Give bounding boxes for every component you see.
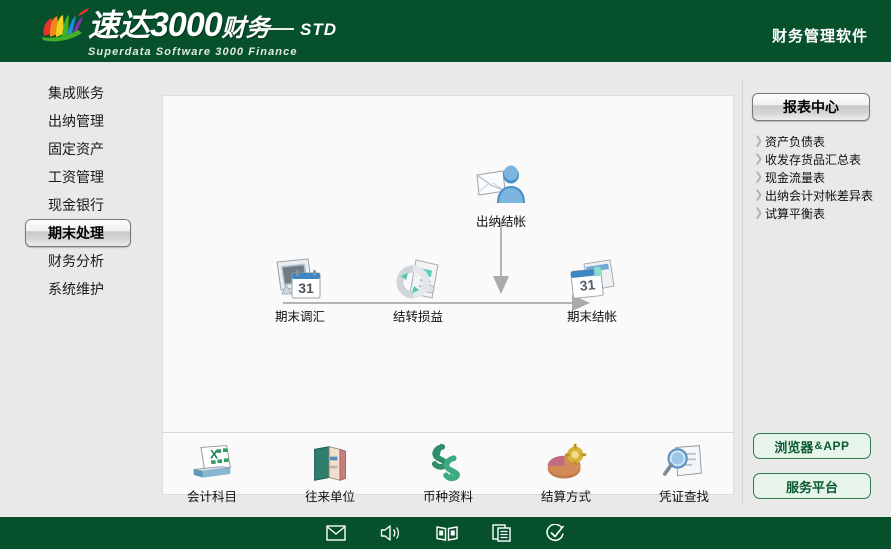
panel-divider — [742, 80, 743, 504]
workflow-node-label: 期末调汇 — [274, 309, 325, 324]
report-list: ❯资产负债表❯收发存货品汇总表❯现金流量表❯出纳会计对帐差异表❯试算平衡表 — [754, 132, 891, 222]
logo — [38, 6, 90, 46]
shortcut-bar: X 会计科目 往来单位 币种资料 结算方式 凭证查找 — [162, 434, 734, 516]
recycle-document-icon — [396, 259, 439, 299]
workflow-node-label: 期末结帐 — [566, 309, 617, 324]
workflow-node-qimo-jiezhang[interactable]: 31 期末结帐 — [547, 256, 637, 325]
svg-text:X: X — [210, 447, 218, 461]
report-item-1[interactable]: ❯收发存货品汇总表 — [754, 150, 891, 168]
contact-unit-icon — [287, 443, 373, 483]
brand-number: 3000 — [150, 6, 223, 44]
calendar-close-icon: 31 — [570, 259, 615, 299]
browser-app-button[interactable]: 浏览器&APP — [753, 433, 871, 459]
sidebar-item-4[interactable]: 现金银行 — [0, 191, 152, 219]
brand-name-en: Superdata Software 3000 Finance — [88, 46, 298, 58]
cashier-user-icon — [476, 165, 525, 203]
brand-text: 速达3000财务 Superdata Software 3000 Finance — [88, 8, 298, 58]
chevron-right-icon: ❯ — [754, 170, 764, 183]
shortcut-4[interactable]: 凭证查找 — [641, 443, 727, 505]
speaker-icon[interactable] — [380, 524, 402, 542]
sidebar-item-label: 现金银行 — [48, 198, 104, 214]
sidebar-item-label: 期末处理 — [48, 226, 104, 242]
chevron-right-icon: ❯ — [754, 188, 764, 201]
sidebar-item-label: 出纳管理 — [48, 114, 104, 130]
chevron-right-icon: ❯ — [754, 134, 764, 147]
settlement-pie-icon — [523, 443, 609, 483]
sidebar-item-label: 集成账务 — [48, 86, 104, 102]
workflow-node-qimo-tiaohui[interactable]: 31 期末调汇 — [255, 256, 345, 325]
shortcut-label: 凭证查找 — [658, 489, 709, 504]
sidebar: 集成账务出纳管理固定资产工资管理现金银行期末处理财务分析系统维护 — [0, 62, 152, 517]
report-center-label: 报表中心 — [783, 100, 839, 116]
page-title: 财务管理软件 — [771, 27, 868, 45]
brand-name-cn: 速达 — [88, 8, 150, 44]
workflow-canvas: 31 期末调汇 — [163, 96, 733, 436]
currency-icon — [405, 443, 491, 483]
ampersand: & — [814, 440, 823, 452]
workflow-node-label: 结转损益 — [392, 309, 443, 324]
sidebar-item-5[interactable]: 期末处理 — [0, 219, 152, 247]
body-area: 集成账务出纳管理固定资产工资管理现金银行期末处理财务分析系统维护 — [0, 62, 891, 517]
shortcut-label: 会计科目 — [186, 489, 237, 504]
workflow-node-chuna-jiezhang[interactable]: 出纳结帐 — [456, 161, 546, 230]
sidebar-active-highlight — [25, 219, 131, 247]
sidebar-item-label: 系统维护 — [48, 282, 104, 298]
shortcut-label: 往来单位 — [304, 489, 355, 504]
shortcut-label: 结算方式 — [540, 489, 591, 504]
butterfly-logo-icon — [42, 8, 89, 42]
book-icon[interactable] — [436, 525, 458, 542]
accounting-subject-icon: X — [169, 443, 255, 483]
workflow-node-jiezhuan-sunyi[interactable]: 结转损益 — [373, 256, 463, 325]
shortcut-0[interactable]: X 会计科目 — [169, 443, 255, 505]
chevron-right-icon: ❯ — [754, 206, 764, 219]
edition-label: STD — [300, 20, 337, 39]
svg-text:31: 31 — [579, 276, 596, 294]
browser-app-label-en: APP — [823, 439, 850, 453]
app-header: 速达3000财务 Superdata Software 3000 Finance… — [0, 0, 891, 62]
report-item-3[interactable]: ❯出纳会计对帐差异表 — [754, 186, 891, 204]
mail-icon[interactable] — [326, 525, 346, 541]
sidebar-item-0[interactable]: 集成账务 — [0, 79, 152, 107]
shortcut-label: 币种资料 — [422, 489, 473, 504]
service-platform-button[interactable]: 服务平台 — [753, 473, 871, 499]
report-item-4[interactable]: ❯试算平衡表 — [754, 204, 891, 222]
brand-divider-dash — [258, 28, 294, 30]
sidebar-item-label: 财务分析 — [48, 254, 104, 270]
shortcut-separator — [162, 432, 734, 433]
calendar-monitor-icon: 31 — [276, 258, 321, 299]
voucher-search-icon — [641, 443, 727, 483]
sidebar-item-6[interactable]: 财务分析 — [0, 247, 152, 275]
sidebar-item-7[interactable]: 系统维护 — [0, 275, 152, 303]
report-item-0[interactable]: ❯资产负债表 — [754, 132, 891, 150]
shortcut-3[interactable]: 结算方式 — [523, 443, 609, 505]
footer-toolbar — [0, 517, 891, 549]
sidebar-item-3[interactable]: 工资管理 — [0, 163, 152, 191]
chevron-right-icon: ❯ — [754, 152, 764, 165]
sidebar-item-label: 固定资产 — [48, 142, 104, 158]
report-item-label: 现金流量表 — [765, 170, 826, 185]
copy-windows-icon[interactable] — [492, 524, 512, 542]
workflow-panel: 31 期末调汇 — [162, 95, 734, 495]
shortcut-1[interactable]: 往来单位 — [287, 443, 373, 505]
service-platform-label: 服务平台 — [785, 480, 838, 496]
sidebar-item-1[interactable]: 出纳管理 — [0, 107, 152, 135]
report-item-2[interactable]: ❯现金流量表 — [754, 168, 891, 186]
check-circle-icon[interactable] — [546, 523, 565, 543]
browser-app-label-cn: 浏览器 — [774, 440, 814, 456]
svg-text:31: 31 — [298, 280, 314, 296]
report-item-label: 出纳会计对帐差异表 — [765, 188, 874, 203]
right-panel: 报表中心 ❯资产负债表❯收发存货品汇总表❯现金流量表❯出纳会计对帐差异表❯试算平… — [742, 62, 891, 517]
sidebar-item-label: 工资管理 — [48, 170, 104, 186]
shortcut-2[interactable]: 币种资料 — [405, 443, 491, 505]
report-item-label: 试算平衡表 — [765, 206, 826, 221]
report-item-label: 资产负债表 — [765, 134, 826, 149]
report-item-label: 收发存货品汇总表 — [765, 152, 862, 167]
report-center-button[interactable]: 报表中心 — [752, 93, 870, 121]
workflow-node-label: 出纳结帐 — [475, 214, 526, 229]
sidebar-item-2[interactable]: 固定资产 — [0, 135, 152, 163]
workflow-connectors — [283, 221, 590, 311]
